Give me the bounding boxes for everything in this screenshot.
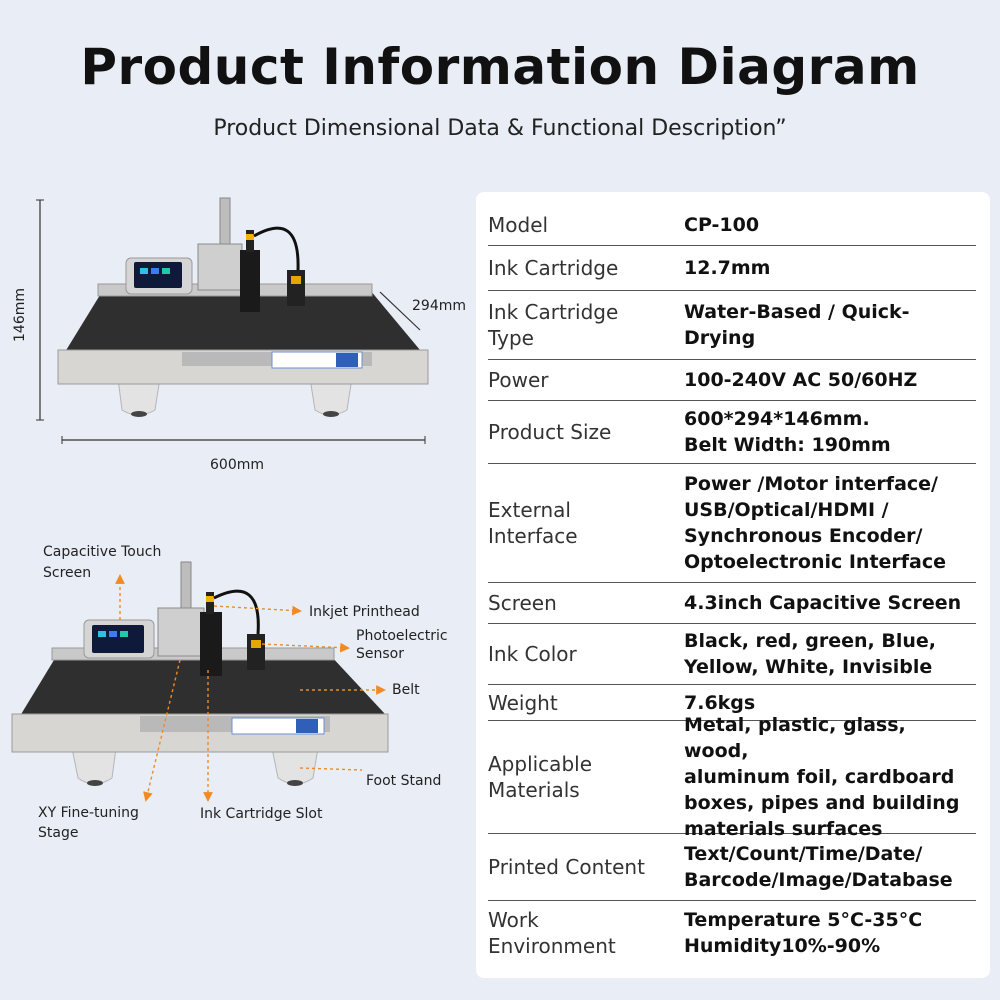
spec-value: Metal, plastic, glass, wood, aluminum fo…: [684, 714, 960, 840]
page-title: Product Information Diagram: [80, 38, 920, 96]
spec-value: 4.3inch Capacitive Screen: [684, 592, 962, 614]
spec-label: Model: [488, 212, 549, 237]
spec-row-ink-cartridge-type: Ink Cartridge Type Water-Based / Quick-D…: [488, 291, 976, 360]
height-dimension-label: 146mm: [12, 288, 28, 342]
machine-bottom-image: [11, 561, 389, 786]
spec-row-external-interface: External Interface Power /Motor interfac…: [488, 464, 976, 583]
spec-label: Ink Color: [488, 642, 577, 666]
callout-inkjet-printhead: Inkjet Printhead: [309, 604, 420, 620]
spec-row-product-size: Product Size 600*294*146mm. Belt Width: …: [488, 401, 976, 464]
spec-value: 100-240V AC 50/60HZ: [684, 369, 918, 391]
spec-label: Power: [488, 368, 549, 392]
spec-label: Ink Cartridge: [488, 256, 619, 280]
width-dimension-label: 600mm: [210, 457, 264, 473]
specs-panel: [476, 192, 990, 978]
callout-foot-stand: Foot Stand: [366, 773, 442, 789]
spec-label: External Interface: [488, 498, 578, 548]
machine-top-image: [57, 197, 429, 417]
spec-row-ink-color: Ink Color Black, red, green, Blue, Yello…: [488, 624, 976, 685]
spec-value: Temperature 5°C-35°C Humidity10%-90%: [684, 909, 923, 957]
spec-label: Applicable Materials: [488, 752, 592, 802]
spec-row-weight: Weight 7.6kgs: [488, 685, 976, 721]
spec-label: Ink Cartridge Type: [488, 300, 619, 350]
spec-value: 600*294*146mm. Belt Width: 190mm: [684, 408, 891, 456]
spec-label: Work Environment: [488, 908, 616, 958]
spec-value: Power /Motor interface/ USB/Optical/HDMI…: [684, 473, 947, 573]
callout-belt: Belt: [392, 682, 420, 698]
spec-value: Black, red, green, Blue, Yellow, White, …: [684, 630, 936, 678]
spec-label: Screen: [488, 591, 557, 615]
callout-xy-stage: XY Fine-tuning Stage: [38, 805, 139, 841]
spec-row-screen: Screen 4.3inch Capacitive Screen: [488, 583, 976, 624]
depth-dimension-label: 294mm: [412, 298, 466, 314]
spec-label: Weight: [488, 690, 558, 715]
spec-row-work-environment: Work Environment Temperature 5°C-35°C Hu…: [488, 901, 976, 965]
spec-value: Text/Count/Time/Date/ Barcode/Image/Data…: [684, 843, 953, 891]
page-subtitle: Product Dimensional Data & Functional De…: [213, 116, 787, 141]
callout-ink-cartridge-slot: Ink Cartridge Slot: [200, 806, 323, 822]
spec-value: CP-100: [684, 213, 760, 236]
spec-row-applicable-materials: Applicable Materials Metal, plastic, gla…: [488, 714, 976, 840]
spec-label: Printed Content: [488, 855, 645, 879]
spec-row-power: Power 100-240V AC 50/60HZ: [488, 360, 976, 401]
callout-touch-screen: Capacitive Touch Screen: [43, 544, 162, 581]
spec-label: Product Size: [488, 420, 612, 444]
spec-row-printed-content: Printed Content Text/Count/Time/Date/ Ba…: [488, 834, 976, 901]
machine-drawings: [11, 197, 429, 802]
callout-photoelectric-sensor: Photoelectric Sensor: [356, 628, 448, 662]
spec-value: 12.7mm: [684, 257, 771, 279]
spec-value: Water-Based / Quick-Drying: [684, 301, 910, 349]
spec-value: 7.6kgs: [684, 691, 756, 714]
spec-row-model: Model CP-100: [488, 204, 976, 246]
spec-row-ink-cartridge: Ink Cartridge 12.7mm: [488, 246, 976, 291]
